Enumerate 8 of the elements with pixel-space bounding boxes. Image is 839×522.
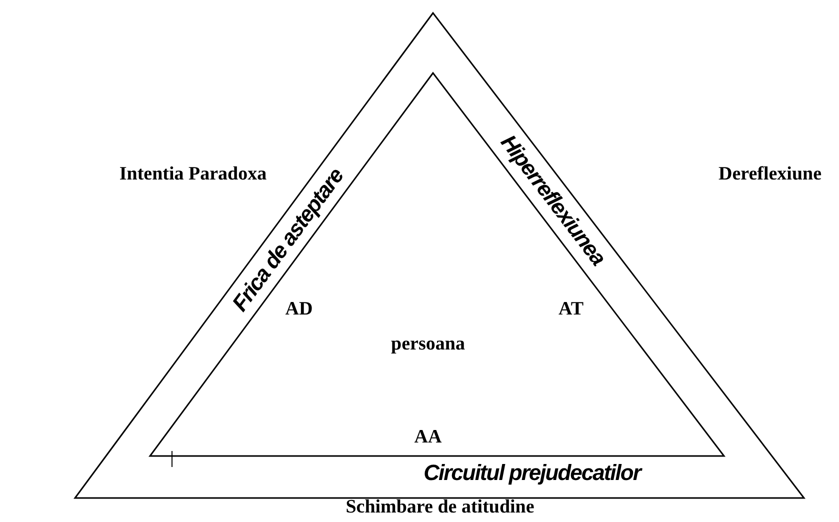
inner-label: AT xyxy=(558,300,584,320)
inner-label: persoana xyxy=(391,334,465,356)
label: Dereflexiune xyxy=(718,164,822,186)
inner-label: AD xyxy=(285,300,313,320)
label: Schimbare de atitudine xyxy=(346,498,534,518)
side-label: Circuitul prejudecatilor xyxy=(424,462,640,484)
inner-label: AA xyxy=(414,428,442,448)
label: Intentia Paradoxa xyxy=(119,164,267,186)
